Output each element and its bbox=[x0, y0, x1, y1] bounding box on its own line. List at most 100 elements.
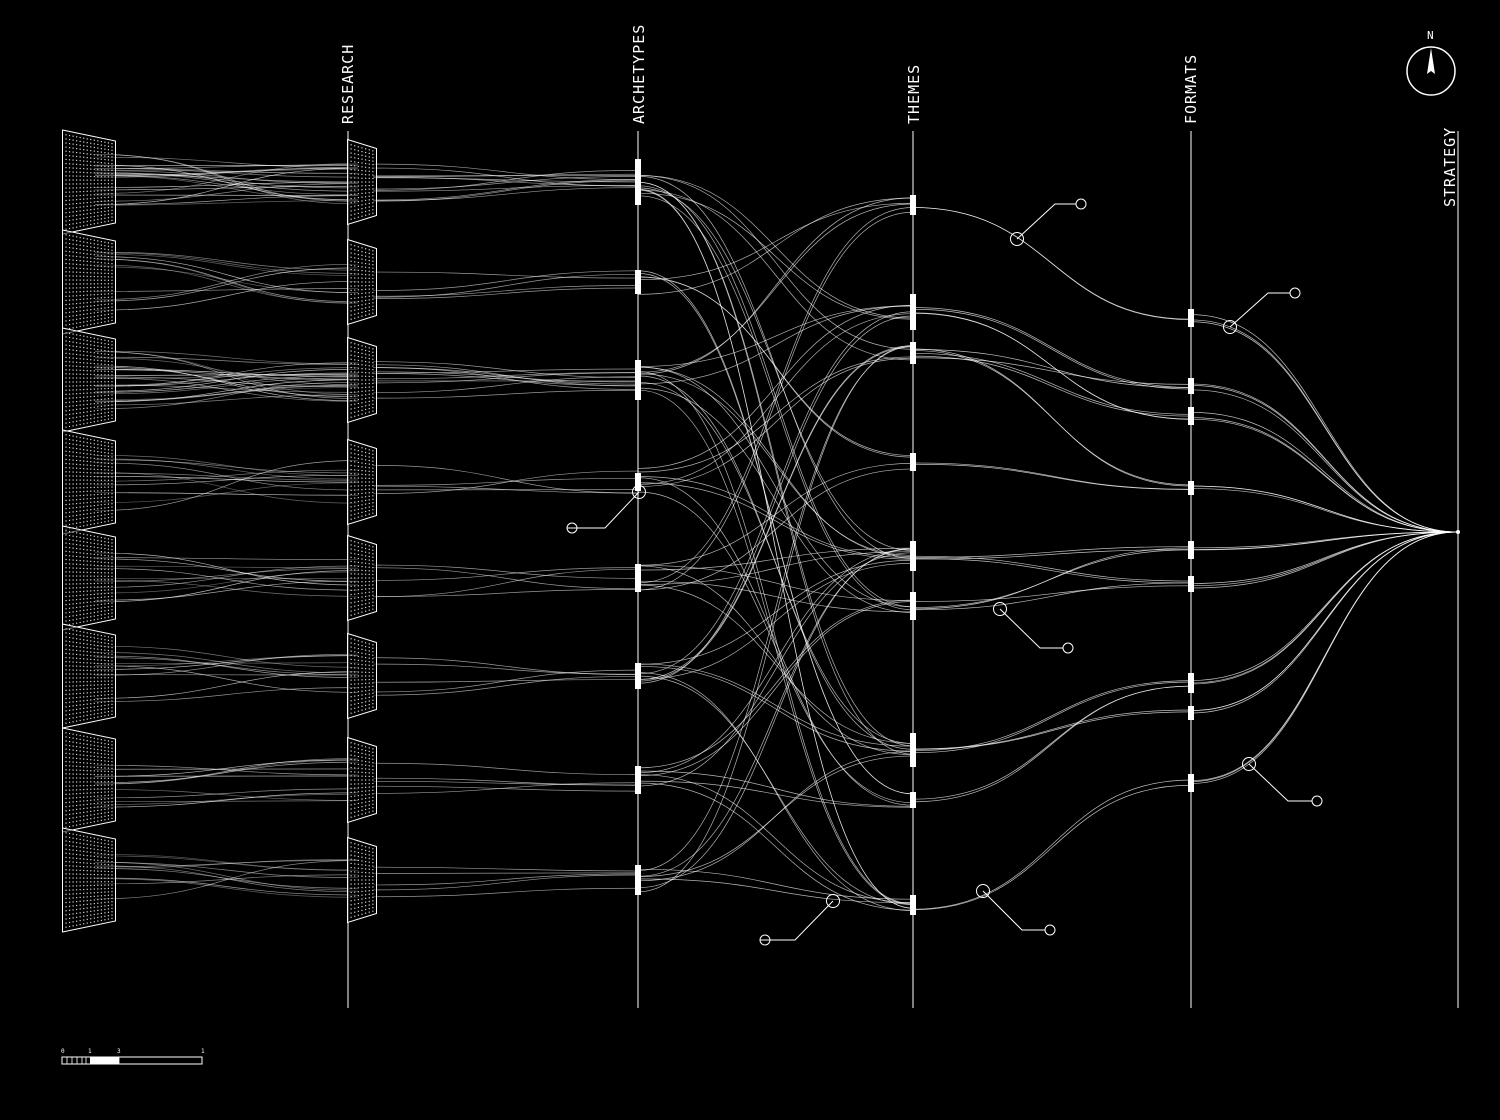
callout-marker bbox=[1010, 198, 1087, 246]
flow-line bbox=[372, 464, 639, 494]
flow-line bbox=[912, 312, 1192, 420]
flow-line bbox=[372, 777, 639, 786]
archetype-node bbox=[635, 159, 641, 205]
flow-line bbox=[637, 211, 914, 591]
flow-line bbox=[94, 367, 359, 386]
flow-line bbox=[637, 195, 914, 611]
flow-line bbox=[637, 599, 914, 769]
flow-line bbox=[372, 176, 639, 186]
flow-line bbox=[912, 681, 1192, 754]
flow-line bbox=[94, 168, 359, 174]
flow-line bbox=[94, 568, 359, 582]
flow-line bbox=[94, 655, 359, 678]
flow-line bbox=[372, 866, 639, 872]
callout-marker bbox=[566, 485, 646, 534]
flow-line bbox=[94, 181, 359, 188]
flow-line bbox=[1190, 531, 1459, 684]
flow-line bbox=[94, 469, 359, 482]
flow-line bbox=[637, 547, 914, 571]
flow-line bbox=[94, 288, 359, 292]
flow-line bbox=[94, 172, 359, 189]
flow-line bbox=[94, 853, 359, 871]
flow-line bbox=[912, 549, 1192, 560]
flow-line bbox=[372, 372, 639, 384]
theme-node bbox=[910, 733, 916, 767]
flow-line bbox=[637, 305, 914, 385]
flow-line bbox=[94, 645, 359, 668]
flow-line bbox=[94, 460, 359, 511]
research-panel bbox=[347, 238, 377, 326]
research-panel bbox=[347, 736, 377, 824]
flow-line bbox=[637, 203, 914, 373]
format-node bbox=[1188, 309, 1194, 327]
flow-line bbox=[94, 868, 359, 889]
flow-line bbox=[637, 564, 914, 601]
north-arrow-icon bbox=[1427, 48, 1435, 74]
stage-label-formats: FORMATS bbox=[1182, 54, 1200, 124]
flow-line bbox=[372, 367, 639, 385]
scale-tick-2: 3 bbox=[117, 1048, 121, 1055]
flow-line bbox=[637, 174, 914, 319]
flow-line bbox=[94, 657, 359, 676]
flow-line bbox=[94, 472, 359, 504]
flow-line bbox=[1190, 531, 1459, 782]
flow-line bbox=[637, 185, 914, 608]
flow-line bbox=[1190, 418, 1459, 533]
callout-marker bbox=[1242, 757, 1323, 807]
research-panel bbox=[347, 534, 377, 622]
flow-line bbox=[94, 253, 359, 276]
flow-line bbox=[94, 877, 359, 896]
compass: N bbox=[1406, 29, 1456, 96]
flow-line bbox=[94, 379, 359, 403]
flow-line bbox=[94, 474, 359, 486]
format-node bbox=[1188, 706, 1194, 720]
flow-line bbox=[912, 685, 1192, 803]
flow-line bbox=[372, 271, 639, 279]
flow-line bbox=[94, 263, 359, 300]
flow-line bbox=[94, 793, 359, 805]
flow-line bbox=[912, 463, 1192, 490]
flow-line bbox=[94, 482, 359, 503]
flow-line bbox=[94, 758, 359, 785]
format-node bbox=[1188, 481, 1194, 495]
flow-line bbox=[637, 580, 914, 613]
flow-line bbox=[912, 308, 1192, 390]
flow-line bbox=[94, 365, 359, 402]
flow-line bbox=[637, 366, 914, 557]
flow-line bbox=[94, 258, 359, 304]
callout-marker bbox=[1223, 287, 1301, 334]
flow-line bbox=[372, 657, 639, 676]
flow-line bbox=[637, 345, 914, 893]
flow-line bbox=[912, 784, 1192, 911]
flow-line bbox=[94, 655, 359, 670]
flow-line bbox=[637, 482, 914, 560]
flow-line bbox=[637, 468, 914, 591]
flow-line bbox=[94, 384, 359, 402]
flow-line bbox=[912, 357, 1192, 385]
flow-line bbox=[94, 356, 359, 365]
flow-line bbox=[637, 373, 914, 556]
flow-line bbox=[1190, 531, 1459, 685]
format-node bbox=[1188, 673, 1194, 693]
flow-line bbox=[94, 552, 359, 586]
archetype-node bbox=[635, 564, 641, 592]
flow-line bbox=[94, 252, 359, 274]
flow-line bbox=[94, 759, 359, 777]
flow-line bbox=[94, 169, 359, 176]
flow-line bbox=[94, 377, 359, 395]
flow-line bbox=[94, 381, 359, 410]
flow-line bbox=[372, 485, 639, 494]
flow-line bbox=[912, 711, 1192, 750]
flow-line bbox=[372, 270, 639, 291]
flow-line bbox=[94, 653, 359, 676]
flow-line bbox=[1190, 488, 1459, 533]
flow-line bbox=[637, 548, 914, 774]
flow-line bbox=[94, 264, 359, 304]
flow-line bbox=[637, 548, 914, 877]
flow-line bbox=[372, 589, 639, 597]
flow-line bbox=[637, 774, 914, 904]
flow-line bbox=[94, 394, 359, 406]
flow-line bbox=[94, 373, 359, 380]
flow-line bbox=[94, 357, 359, 386]
flow-line bbox=[912, 348, 1192, 388]
